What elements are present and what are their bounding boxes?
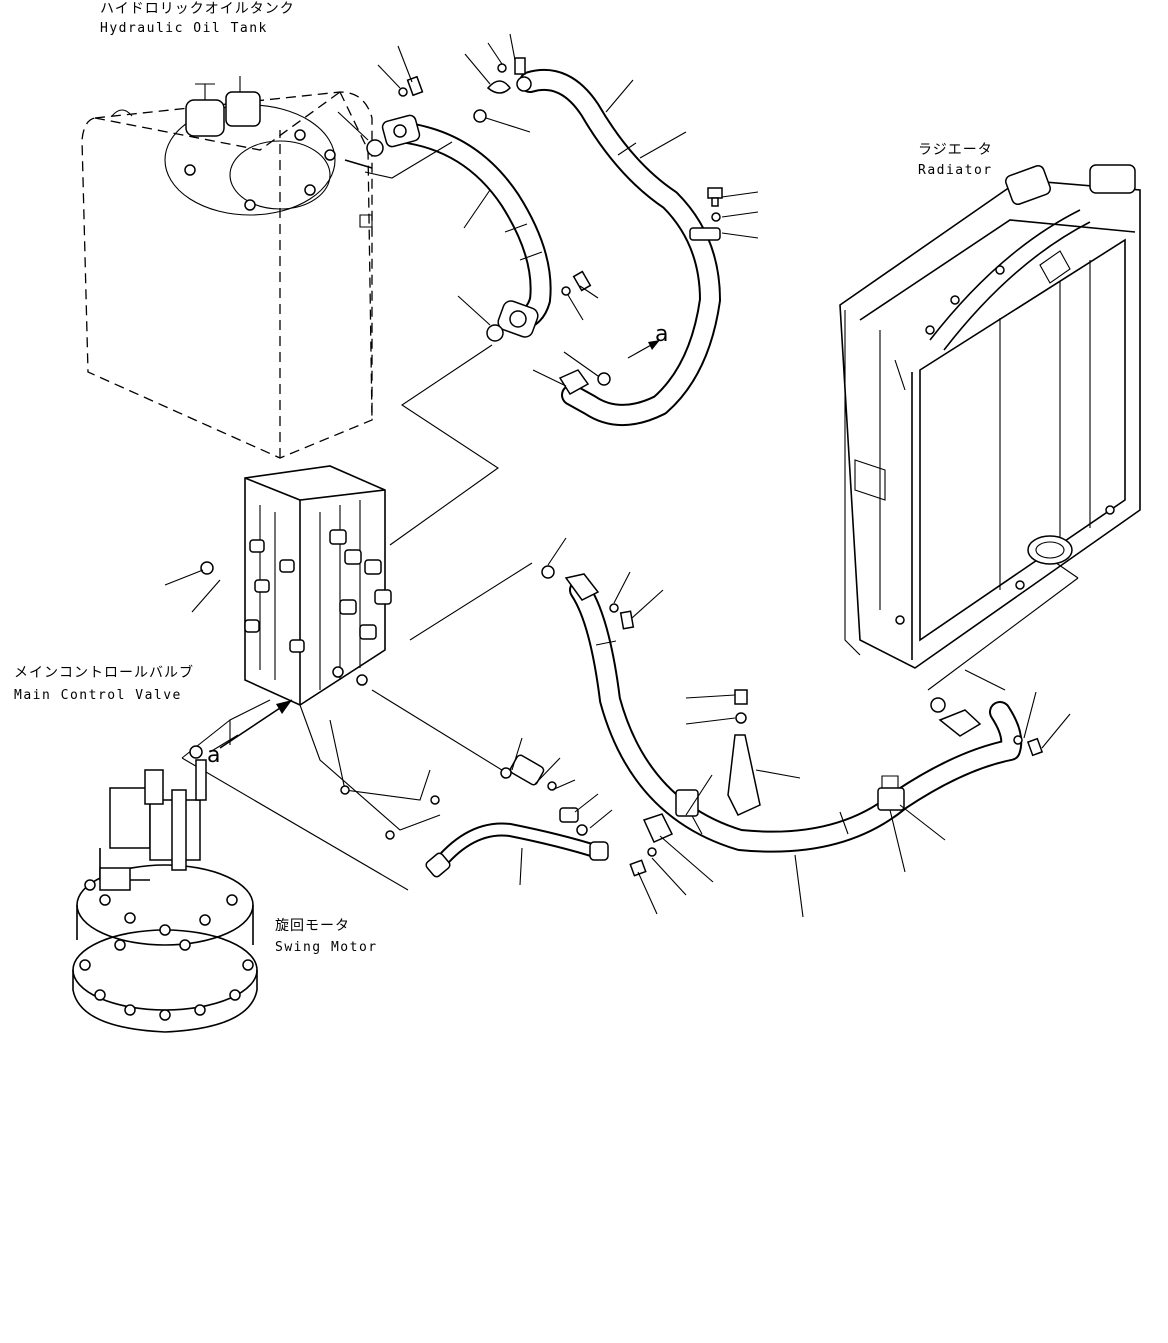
main-control-valve-jp-label: メインコントロールバルブ	[14, 665, 194, 681]
upper-leader-lines	[337, 33, 759, 387]
valve-leader-lines	[164, 569, 221, 613]
radiator-supply-hose	[516, 68, 721, 426]
hydraulic-tank-en-label: Hydraulic Oil Tank	[100, 21, 268, 36]
hydraulic-tank-jp-label: ハイドロリックオイルタンク	[100, 1, 295, 17]
connection-lines	[181, 141, 1079, 891]
reference-mark-upper: a	[655, 322, 669, 347]
swing-motor-jp-label: 旋回モータ	[275, 918, 350, 934]
radiator-jp-label: ラジエータ	[918, 142, 993, 158]
main-control-valve-body	[200, 465, 441, 840]
radiator-en-label: Radiator	[918, 163, 993, 178]
lower-radiator-hose	[541, 565, 1044, 877]
swing-motor-en-label: Swing Motor	[275, 940, 378, 955]
radiator-unit	[839, 164, 1141, 669]
lower-leader-lines	[547, 537, 1071, 918]
hydraulic-oil-tank	[81, 76, 373, 459]
reference-arrow-lower	[219, 699, 293, 749]
drain-hose	[425, 737, 613, 886]
swing-motor-body	[72, 745, 258, 1033]
main-control-valve-en-label: Main Control Valve	[14, 688, 182, 703]
reference-mark-lower: a	[207, 743, 221, 768]
tank-return-hose	[381, 114, 552, 338]
upper-fasteners	[366, 57, 723, 386]
